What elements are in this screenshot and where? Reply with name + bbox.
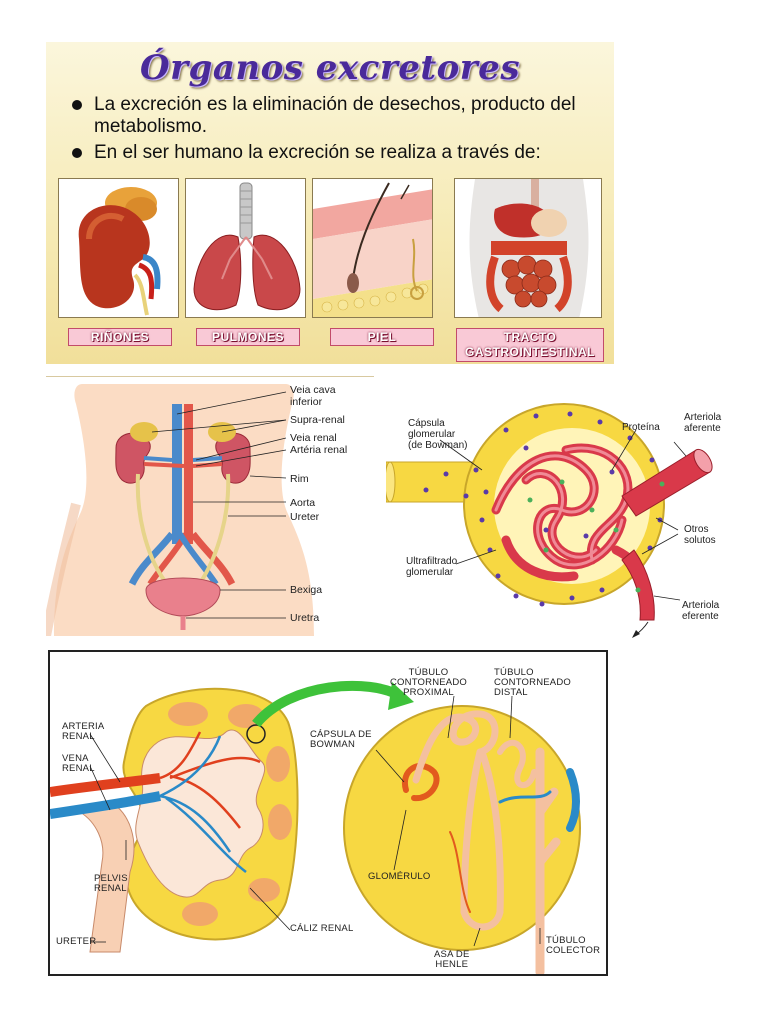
urinary-system-illustration: [46, 384, 314, 636]
label-supra-renal: Supra-renal: [290, 414, 345, 426]
bullet-2-text: En el ser humano la excreción se realiza…: [94, 142, 541, 163]
label-veia-cava-line1: Veia cava: [290, 384, 336, 396]
skin-icon: [313, 182, 432, 317]
label-arteriola-af-line1: Arteriola: [684, 412, 722, 423]
label-prox-line2: CONTORNEADO: [390, 677, 467, 688]
lungs-icon: [193, 182, 301, 311]
label-pelvis-line1: PELVIS: [94, 873, 128, 884]
skin-image: [312, 178, 433, 318]
label-dist-line1: TÚBULO: [494, 667, 534, 678]
label-kidneys: RIÑONES: [68, 328, 172, 346]
glomerulus-diagram: Cápsula glomerular (de Bowman) Proteína …: [386, 400, 726, 638]
label-arteria-renal-b: ARTERIA RENAL: [62, 722, 104, 742]
gi-tract-image: [454, 178, 602, 318]
label-capsula-bowman: CÁPSULA DE BOWMAN: [310, 730, 372, 750]
label-asa-line1: ASA DE: [434, 949, 470, 960]
kidney-icon: [78, 187, 161, 316]
label-arteriola-eferente: Arteriola eferente: [682, 600, 719, 622]
label-ureter-b: URETER: [56, 936, 97, 947]
label-dist-line3: DISTAL: [494, 687, 528, 698]
bullet-dot: [72, 148, 82, 158]
label-arteria-b-line1: ARTERIA: [62, 721, 105, 732]
label-dist-line2: CONTORNEADO: [494, 677, 571, 688]
label-prox-line3: PROXIMAL: [403, 687, 454, 698]
label-aorta: Aorta: [290, 497, 316, 509]
label-vena-renal: VENA RENAL: [62, 754, 95, 774]
label-veia-renal: Veia renal: [290, 432, 337, 444]
label-ultra-line2: glomerular: [406, 567, 454, 578]
label-otros-solutos: Otros solutos: [684, 524, 716, 546]
label-gi-tract: TRACTO GASTROINTESTINAL: [456, 328, 604, 362]
label-capsula-line2: glomerular: [408, 429, 456, 440]
label-otros-line2: solutos: [684, 535, 716, 546]
label-arteria-renal: Artéria renal: [290, 444, 348, 456]
label-arteriola-af-line2: aferente: [684, 423, 721, 434]
divider: [46, 376, 374, 377]
kidney-image: [58, 178, 179, 318]
label-tubulo-proximal: TÚBULO CONTORNEADO PROXIMAL: [390, 668, 467, 698]
label-proteina: Proteína: [622, 422, 660, 433]
slide-title: Órganos excretores: [140, 48, 520, 88]
label-colector-line1: TÚBULO: [546, 935, 586, 946]
label-capsula-line3: (de Bowman): [408, 440, 468, 451]
label-veia-cava: Veia cava inferior: [290, 384, 336, 408]
label-colector-line2: COLECTOR: [546, 945, 601, 956]
label-bowman-capsule: Cápsula glomerular (de Bowman): [408, 418, 467, 451]
label-capsula-b-line1: CÁPSULA DE: [310, 729, 372, 740]
label-glomerulo: GLOMÉRULO: [368, 871, 431, 882]
label-capsula-line1: Cápsula: [408, 418, 445, 429]
label-ureter: Ureter: [290, 511, 320, 523]
label-ultra-line1: Ultrafiltrado: [406, 556, 458, 567]
nephron-illustration: [50, 680, 581, 974]
label-otros-line1: Otros: [684, 524, 709, 535]
label-vena-line2: RENAL: [62, 763, 95, 774]
label-asa-line2: HENLE: [435, 959, 469, 970]
label-skin: PIEL: [330, 328, 434, 346]
label-asa-henle: ASA DE HENLE: [434, 950, 470, 970]
label-tubulo-colector: TÚBULO COLECTOR: [546, 936, 600, 956]
bullet-2: En el ser humano la excreción se realiza…: [72, 142, 612, 164]
gi-tract-icon: [469, 179, 589, 317]
bullet-1-text: La excreción es la eliminación de desech…: [94, 94, 576, 137]
bullet-dot: [72, 100, 82, 110]
label-arteriola-aferente: Arteriola aferente: [684, 412, 721, 434]
label-prox-line1: TÚBULO: [408, 667, 449, 678]
label-uretra: Uretra: [290, 612, 320, 624]
label-lungs: PULMONES: [196, 328, 300, 346]
label-bexiga: Bexiga: [290, 584, 323, 596]
label-pelvis-line2: RENAL: [94, 883, 127, 894]
label-caliz-renal: CÁLIZ RENAL: [290, 923, 354, 934]
label-veia-cava-line2: inferior: [290, 396, 323, 408]
excretory-organs-slide: Órganos excretores La excreción es la el…: [46, 42, 614, 364]
label-arteriola-ef-line2: eferente: [682, 611, 719, 622]
label-ultrafiltrado: Ultrafiltrado glomerular: [406, 556, 457, 578]
label-rim: Rim: [290, 473, 309, 485]
label-capsula-b-line2: BOWMAN: [310, 739, 356, 750]
lungs-image: [185, 178, 306, 318]
urinary-system-diagram: Veia cava inferior Supra-renal Veia rena…: [46, 384, 376, 636]
label-pelvis-renal: PELVIS RENAL: [94, 874, 128, 894]
label-arteriola-ef-line1: Arteriola: [682, 600, 720, 611]
label-arteria-b-line2: RENAL: [62, 731, 95, 742]
label-vena-line1: VENA: [62, 753, 89, 764]
label-tubulo-distal: TÚBULO CONTORNEADO DISTAL: [494, 668, 571, 698]
nephron-diagram: ARTERIA RENAL VENA RENAL PELVIS RENAL UR…: [48, 650, 608, 976]
bullet-1: La excreción es la eliminación de desech…: [72, 94, 602, 138]
glomerulus-illustration: [386, 403, 713, 638]
label-gi-line1: TRACTO: [503, 330, 557, 344]
label-gi-line2: GASTROINTESTINAL: [465, 345, 595, 359]
